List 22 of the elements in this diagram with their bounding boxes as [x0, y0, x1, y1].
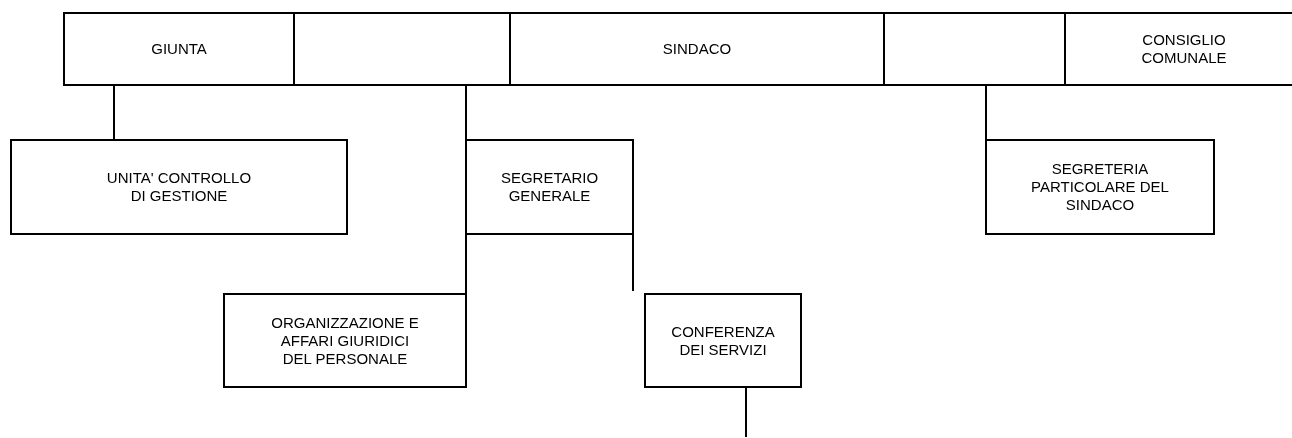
unit-label: CONSIGLIO COMUNALE: [1140, 31, 1228, 67]
org-box: [465, 139, 634, 235]
connector-line: [465, 84, 467, 141]
org-box: [10, 139, 348, 235]
connector-line: [745, 386, 747, 438]
unit-label: SEGRETERIA PARTICOLARE DEL SINDACO: [1030, 160, 1170, 214]
unit-label: UNITA' CONTROLLO DI GESTIONE: [105, 169, 253, 205]
org-box: [509, 12, 885, 86]
unit-label: GIUNTA: [150, 40, 208, 58]
org-box: [223, 293, 467, 388]
org-box: [63, 12, 295, 86]
unit-label: ORGANIZZAZIONE E AFFARI GIURIDICI DEL PERSONALE: [270, 313, 420, 368]
connector-line: [113, 84, 115, 141]
connector-line: [632, 233, 634, 292]
connector-line: [985, 84, 987, 141]
unit-label: SINDACO: [661, 40, 733, 58]
org-box: [644, 293, 802, 388]
connector-line: [465, 233, 467, 295]
unit-label: CONFERENZA DEI SERVIZI: [670, 322, 776, 359]
unit-label: SEGRETARIO GENERALE: [499, 169, 600, 205]
org-box: [1064, 12, 1292, 86]
org-box: [985, 139, 1215, 235]
